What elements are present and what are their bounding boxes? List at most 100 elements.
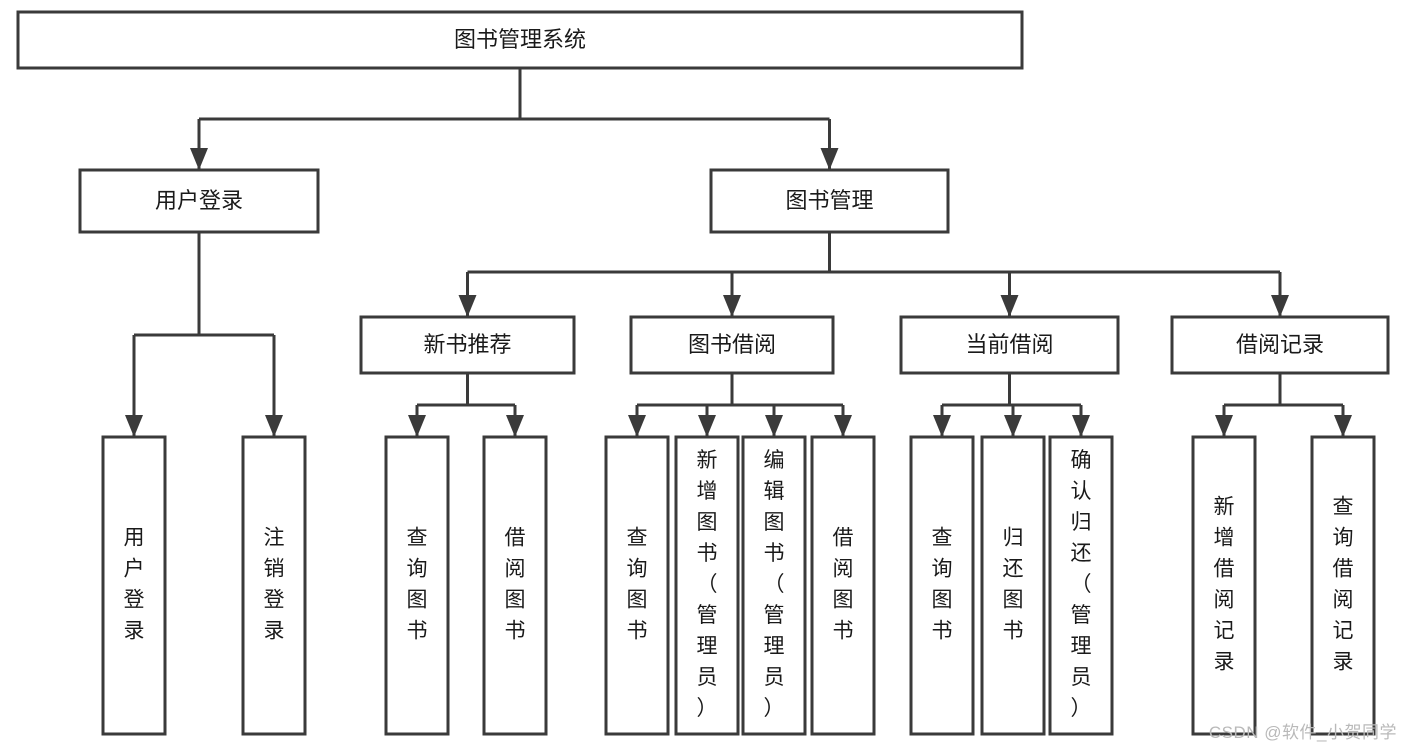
- node-label-char: （: [1071, 573, 1092, 596]
- node-new-book-recommend[interactable]: 新书推荐: [359, 315, 576, 375]
- node-label-char: 销: [264, 558, 285, 581]
- node-box: [810, 435, 876, 736]
- node-label-char: 查: [407, 527, 428, 550]
- node-root[interactable]: 图书管理系统: [16, 10, 1024, 70]
- node-label-char: 注: [264, 527, 285, 550]
- node-box: [101, 435, 167, 736]
- arrowhead-icon: [265, 415, 283, 437]
- node-label-char: 借: [1214, 558, 1235, 581]
- node-label: 用户登录: [155, 188, 243, 213]
- node-label-char: 理: [1071, 635, 1092, 658]
- node-label-char: 管: [1071, 604, 1092, 627]
- csdn-watermark: CSDN @软件_小贺同学: [1208, 723, 1397, 742]
- node-label-char: ）: [697, 697, 718, 720]
- node-label-char: 阅: [505, 558, 526, 581]
- node-label: 借阅记录: [1236, 332, 1324, 357]
- node-label-char: （: [764, 573, 785, 596]
- arrowhead-icon: [458, 295, 477, 317]
- node-label-char: 借: [1333, 558, 1354, 581]
- arrowhead-icon: [125, 415, 143, 437]
- node-label-char: 图: [505, 589, 526, 612]
- node-label-char: 询: [627, 558, 648, 581]
- node-label-char: 员: [697, 666, 718, 689]
- node-label-char: 录: [1333, 651, 1354, 674]
- arrowhead-icon: [1000, 295, 1019, 317]
- node-label: 当前借阅: [965, 332, 1053, 357]
- node-label-char: 编: [764, 449, 785, 472]
- node-label-char: 图: [764, 511, 785, 534]
- node-label-char: 归: [1071, 511, 1092, 534]
- node-box: [674, 435, 740, 736]
- node-label-char: 管: [764, 604, 785, 627]
- node-label-char: 还: [1003, 558, 1024, 581]
- node-label-char: 图: [932, 589, 953, 612]
- node-box: [1048, 435, 1114, 736]
- node-current-borrow[interactable]: 当前借阅: [899, 315, 1120, 375]
- arrowhead-icon: [723, 295, 741, 317]
- node-label-char: 查: [1333, 496, 1354, 519]
- arrowhead-icon: [628, 415, 646, 437]
- node-label-char: 图: [697, 511, 718, 534]
- node-label-char: 录: [264, 620, 285, 643]
- arrowhead-icon: [1072, 415, 1090, 437]
- node-leaf-user-login[interactable]: 用户登录: [101, 435, 167, 736]
- node-label-char: 理: [764, 635, 785, 658]
- node-label-char: 记: [1214, 620, 1235, 643]
- node-label-char: 阅: [833, 558, 854, 581]
- node-box: [1310, 435, 1376, 736]
- node-label-char: 员: [764, 666, 785, 689]
- node-user-login[interactable]: 用户登录: [78, 168, 320, 234]
- arrowhead-icon: [820, 148, 839, 170]
- node-label-char: 书: [697, 542, 718, 565]
- node-label-char: 图: [627, 589, 648, 612]
- node-book-manage[interactable]: 图书管理: [709, 168, 950, 234]
- node-label: 图书管理系统: [454, 27, 586, 52]
- node-label-char: ）: [1071, 697, 1092, 720]
- node-box: [16, 10, 1024, 70]
- node-label: 图书管理: [785, 188, 873, 213]
- node-book-borrow[interactable]: 图书借阅: [629, 315, 835, 375]
- node-label-char: 借: [505, 527, 526, 550]
- node-label-char: 书: [505, 620, 526, 643]
- node-box: [359, 315, 576, 375]
- node-box: [909, 435, 975, 736]
- node-label-char: 询: [932, 558, 953, 581]
- node-label-char: 图: [833, 589, 854, 612]
- node-box: [78, 168, 320, 234]
- node-label-char: 录: [124, 620, 145, 643]
- node-label-char: 新: [697, 449, 718, 472]
- arrowhead-icon: [698, 415, 716, 437]
- node-box: [384, 435, 450, 736]
- node-label-char: 登: [124, 589, 145, 612]
- node-borrow-record[interactable]: 借阅记录: [1170, 315, 1390, 375]
- node-label-char: 员: [1071, 666, 1092, 689]
- node-box: [241, 435, 307, 736]
- node-box: [709, 168, 950, 234]
- arrowhead-icon: [506, 415, 524, 437]
- node-label-char: 归: [1003, 527, 1024, 550]
- node-label-char: 理: [697, 635, 718, 658]
- node-box: [629, 315, 835, 375]
- node-label-char: 户: [124, 558, 145, 581]
- node-label-char: 认: [1071, 480, 1092, 503]
- node-label-char: 确: [1071, 449, 1092, 472]
- arrowhead-icon: [1334, 415, 1352, 437]
- node-box: [899, 315, 1120, 375]
- node-label-char: 图: [1003, 589, 1024, 612]
- node-box: [980, 435, 1046, 736]
- node-label-char: 查: [627, 527, 648, 550]
- node-label-char: 书: [627, 620, 648, 643]
